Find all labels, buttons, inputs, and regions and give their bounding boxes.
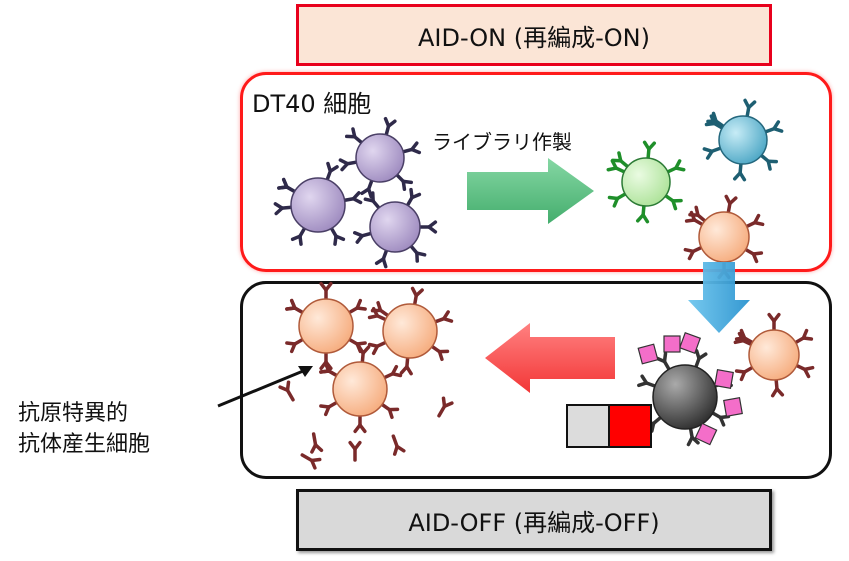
free-antibody — [310, 432, 324, 454]
selection-arrow — [688, 262, 750, 333]
antigen-bound-cell — [637, 349, 733, 447]
free-antibody — [278, 380, 295, 402]
orange-cell — [319, 344, 403, 434]
orange-cell — [367, 286, 454, 376]
purple-cell — [353, 187, 438, 269]
antigen-square — [723, 397, 743, 417]
antigen-square — [678, 331, 702, 355]
red-block — [608, 404, 652, 448]
aid-off-banner: AID-OFF (再編成-OFF) — [296, 489, 772, 551]
aid-off-banner-text: AID-OFF (再編成-OFF) — [408, 508, 660, 537]
orange-cell — [285, 281, 367, 371]
aid-on-panel — [240, 72, 832, 272]
aid-off-panel — [240, 281, 832, 479]
blue-cell — [702, 98, 784, 182]
library-label: ライブラリ作製 — [432, 130, 572, 154]
library-arrow — [467, 158, 594, 224]
orange-cell — [733, 312, 815, 398]
green-cell — [606, 140, 686, 224]
specific-cell-label-line1: 抗原特異的 — [18, 401, 129, 426]
free-antibody — [437, 396, 454, 418]
aid-on-banner-text: AID-ON (再編成-ON) — [417, 23, 650, 52]
enrichment-arrow — [485, 323, 615, 393]
free-antibody — [391, 434, 406, 456]
purple-cell — [338, 116, 422, 199]
dt40-cell-title: DT40 細胞 — [252, 90, 372, 118]
antigen-square — [663, 335, 681, 353]
antigen-square — [714, 369, 734, 389]
antigen-square — [637, 343, 659, 365]
specific-cell-label-line2: 抗体産生細胞 — [18, 432, 151, 457]
annotation-pointer — [217, 367, 309, 408]
gray-block — [566, 404, 610, 448]
purple-cell — [273, 161, 363, 246]
aid-on-banner: AID-ON (再編成-ON) — [296, 4, 772, 66]
annotation-pointer-head — [298, 366, 313, 377]
antigen-square — [694, 422, 718, 446]
free-antibody — [348, 440, 362, 462]
free-antibody — [300, 453, 322, 470]
